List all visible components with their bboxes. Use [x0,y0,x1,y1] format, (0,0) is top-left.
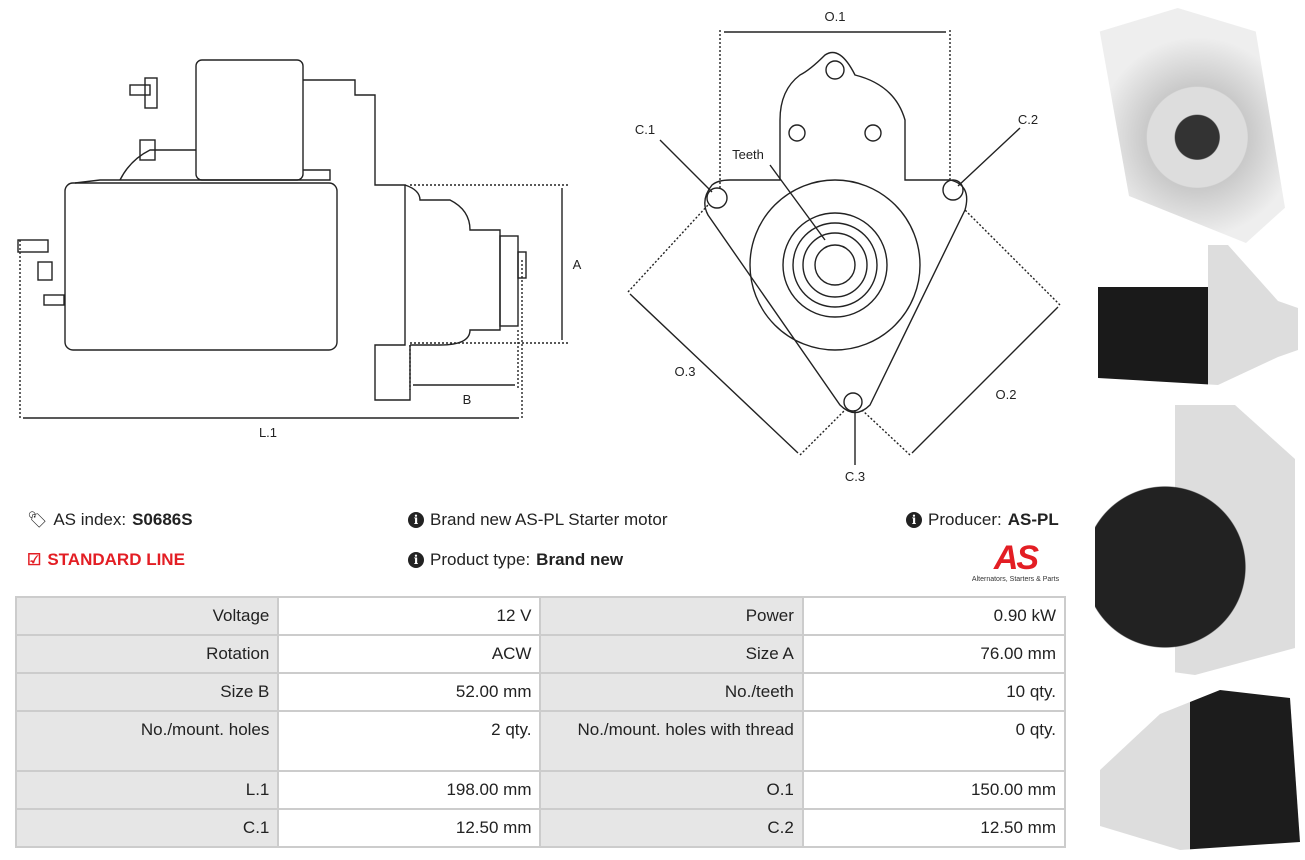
spec-key: C.2 [541,810,802,846]
spec-key: Size A [541,636,802,672]
spec-key: O.1 [541,772,802,808]
producer: i Producer: AS-PL [906,510,1059,530]
technical-drawings: O.1 C.1 C.2 C.3 Teeth O.2 O.3 A B L.1 [17,9,1061,484]
label-o3: O.3 [675,364,696,379]
spec-key: Voltage [17,598,278,634]
spec-key: Size B [17,674,278,710]
spec-value: 2 qty. [279,712,540,770]
info-icon: i [906,512,922,528]
producer-label: Producer: [928,510,1002,529]
spec-key: Rotation [17,636,278,672]
label-o2: O.2 [996,387,1017,402]
producer-value: AS-PL [1007,510,1059,529]
product-type-label: Product type: [430,550,531,569]
spec-key: No./mount. holes with thread [541,712,802,770]
logo-tagline: Alternators, Starters & Parts [971,576,1060,583]
label-c2: C.2 [1018,112,1038,127]
spec-value: 76.00 mm [803,636,1064,672]
spec-value: 12 V [279,598,540,634]
side-view-drawing [17,59,570,420]
info-icon: i [408,552,424,568]
as-index-value: S0686S [132,510,193,529]
spec-value: 198.00 mm [279,772,540,808]
product-type-value: Brand new [536,550,624,569]
as-index: 🏷︎ AS index: S0686S [27,510,193,530]
standard-line-badge: ☑ STANDARD LINE [27,550,185,570]
info-icon: i [408,512,424,528]
spec-value: 150.00 mm [803,772,1064,808]
spec-key: C.1 [17,810,278,846]
label-o1: O.1 [825,9,846,24]
spec-key: L.1 [17,772,278,808]
spec-key: No./mount. holes [17,712,278,770]
logo-mark: AS [993,539,1039,577]
spec-value: 52.00 mm [279,674,540,710]
spec-value: 10 qty. [803,674,1064,710]
line-label: STANDARD LINE [47,550,185,569]
product-photo-angle[interactable] [1100,690,1300,850]
label-l1: L.1 [259,425,277,440]
description: i Brand new AS-PL Starter motor [408,510,667,530]
product-photo-rear[interactable] [1095,405,1295,675]
as-pl-logo: AS Alternators, Starters & Parts [963,540,1068,583]
product-type: i Product type: Brand new [408,550,623,570]
spec-key: Power [541,598,802,634]
tags-icon: 🏷︎ [27,512,48,529]
label-a: A [573,257,582,272]
label-c3: C.3 [845,469,865,484]
as-index-label: AS index: [53,510,127,529]
front-view-drawing [627,30,1061,465]
spec-value: 12.50 mm [803,810,1064,846]
label-c1: C.1 [635,122,655,137]
spec-value: ACW [279,636,540,672]
product-photo-front[interactable] [1099,8,1285,243]
spec-value: 12.50 mm [279,810,540,846]
product-photo-side[interactable] [1098,245,1298,385]
spec-value: 0 qty. [803,712,1064,770]
spec-value: 0.90 kW [803,598,1064,634]
description-text: Brand new AS-PL Starter motor [430,510,668,529]
label-b: B [463,392,472,407]
checkbox-icon: ☑ [27,552,42,569]
label-teeth: Teeth [732,147,764,162]
spec-key: No./teeth [541,674,802,710]
